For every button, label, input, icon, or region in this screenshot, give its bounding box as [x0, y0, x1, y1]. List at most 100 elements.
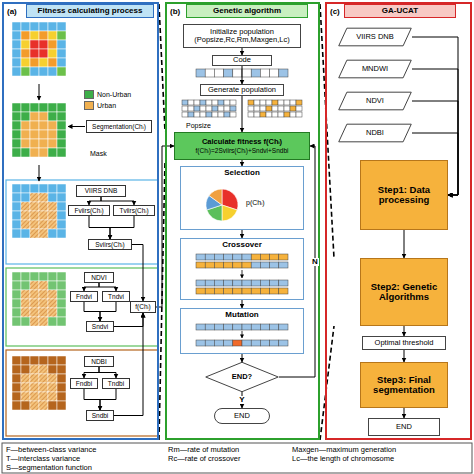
- grid-cell: [48, 31, 57, 40]
- process-box: NDVI: [84, 272, 114, 283]
- grid-hatch: [21, 299, 30, 308]
- flow-arrow: [68, 126, 85, 127]
- panel-frame: (b)Genetic algorithmInitialize populatio…: [165, 2, 320, 440]
- grid-cell: [39, 193, 48, 202]
- grid-cell: [48, 281, 57, 290]
- process-box: Code: [212, 55, 272, 66]
- gene-cell: [248, 106, 254, 111]
- gene-cell: [248, 112, 254, 117]
- grid-cell: [30, 103, 39, 112]
- node-text: VIIRS DNB: [85, 187, 118, 194]
- gene-cell: [251, 69, 260, 77]
- process-box: Initialize population (Popsize,Rc,Rm,Max…: [183, 24, 301, 48]
- connector: [84, 302, 100, 321]
- gene-cell: [224, 100, 230, 105]
- step-box: Selection: [180, 166, 304, 230]
- process-box: Tviirs(Chᵢ): [113, 205, 155, 216]
- gene-cell: [260, 340, 269, 346]
- grid-cell: [48, 49, 57, 58]
- gene-cell: [214, 262, 223, 268]
- connector: [242, 230, 243, 238]
- terminal-box: END: [214, 408, 270, 424]
- grid-hatch: [48, 211, 57, 220]
- grid-cell: [57, 401, 66, 410]
- flow-arrow: [39, 165, 40, 181]
- grid-hatch: [39, 281, 48, 290]
- grid-cell: [39, 121, 48, 130]
- node-text: Generate population: [208, 86, 276, 94]
- connector: [242, 300, 243, 308]
- node-text: Code: [233, 56, 251, 64]
- process-box: Fviirs(Chᵢ): [68, 205, 110, 216]
- panel-frame: (c)GA-UCATVIIRS DNBMNDWINDVINDBIStep1: D…: [325, 2, 472, 440]
- grid-cell: [12, 383, 21, 392]
- grid-cell: [48, 202, 57, 211]
- grid-cell: [30, 40, 39, 49]
- gene-cell: [224, 112, 230, 117]
- formula-label: p(Chᵢ): [246, 199, 265, 206]
- grid-cell: [57, 374, 66, 383]
- gene-cell: [206, 106, 212, 111]
- grid-cell: [57, 365, 66, 374]
- gene-cell: [278, 106, 284, 111]
- grid-cell: [39, 220, 48, 229]
- grid-cell: [39, 112, 48, 121]
- grid-hatch: [48, 290, 57, 299]
- grid-cell: [57, 202, 66, 211]
- node-text: NDBI: [91, 358, 107, 365]
- process-box: Step2: Genetic Algorithms: [360, 258, 448, 326]
- gene-cell: [251, 324, 260, 330]
- flow-arrow: [39, 84, 40, 100]
- grid-cell: [12, 40, 21, 49]
- grid-cell: [48, 40, 57, 49]
- process-box: Step3: Final segmentation: [360, 362, 448, 408]
- grid-cell: [30, 374, 39, 383]
- grid-cell: [39, 67, 48, 76]
- gene-cell: [182, 106, 188, 111]
- gene-cell: [205, 69, 214, 77]
- grid-cell: [57, 317, 66, 326]
- grid-cell: [21, 299, 30, 308]
- grid-cell: [39, 202, 48, 211]
- node-text: Tviirs(Chᵢ): [119, 207, 148, 214]
- grid-cell: [57, 130, 66, 139]
- grid-cell: [21, 281, 30, 290]
- process-box: Sndbi: [86, 410, 114, 421]
- gene-cell: [270, 69, 279, 77]
- grid-cell: [12, 272, 21, 281]
- grid-hatch: [48, 383, 57, 392]
- legend-swatch: [84, 90, 94, 99]
- grid-cell: [12, 229, 21, 238]
- gene-cell: [196, 288, 205, 294]
- connector: [132, 245, 143, 302]
- gene-cell: [212, 106, 218, 111]
- grid-cell: [57, 299, 66, 308]
- ndbi-group-frame: [6, 350, 158, 436]
- grid-cell: [21, 290, 30, 299]
- gene-cell: [233, 340, 242, 346]
- grid-cell: [21, 103, 30, 112]
- gene-cell: [279, 69, 288, 77]
- grid-cell: [30, 220, 39, 229]
- grid-cell: [57, 193, 66, 202]
- node-text: Calculate fitness f(Chᵢ): [202, 138, 282, 146]
- grid-cell: [39, 374, 48, 383]
- grid-cell: [39, 49, 48, 58]
- grid-hatch: [39, 392, 48, 401]
- gene-cell: [290, 106, 296, 111]
- grid-cell: [48, 229, 57, 238]
- connector: [99, 283, 116, 291]
- grid-cell: [30, 112, 39, 121]
- grid-hatch: [30, 193, 39, 202]
- grid-cell: [39, 184, 48, 193]
- process-box: Fitness calculating process: [26, 4, 154, 18]
- grid-hatch: [21, 392, 30, 401]
- gene-cell: [266, 112, 272, 117]
- connector: [99, 367, 116, 378]
- definition: S—segmentation function: [6, 464, 92, 472]
- grid-cell: [30, 121, 39, 130]
- grid-cell: [12, 220, 21, 229]
- grid-cell: [30, 139, 39, 148]
- gene-cell: [233, 262, 242, 268]
- gene-cell: [224, 69, 233, 77]
